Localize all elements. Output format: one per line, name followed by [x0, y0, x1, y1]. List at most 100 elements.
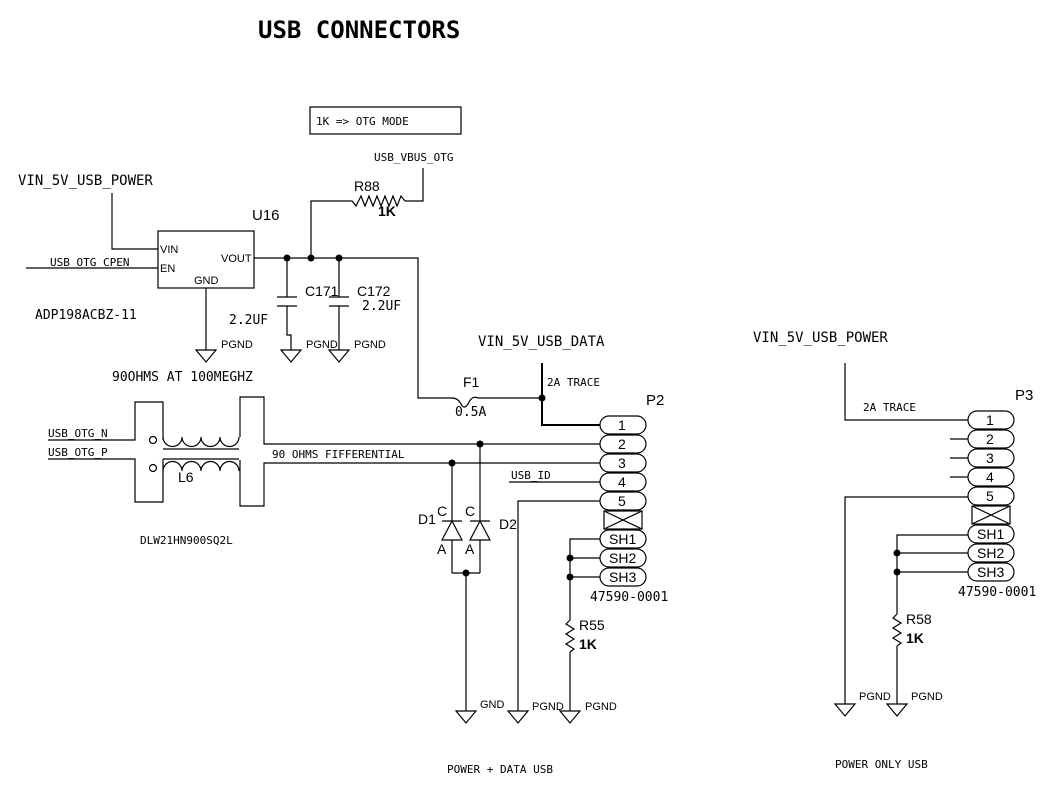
p2-pin-label: 2 [618, 436, 626, 452]
p2-pin-label: 4 [618, 474, 626, 490]
d1-anode-label: A [437, 541, 447, 557]
pgnd-label: PGND [221, 339, 253, 351]
d1-cathode-label: C [437, 503, 447, 519]
f1-ref: F1 [463, 374, 480, 390]
r88-resistor-symbol [348, 194, 406, 208]
u16-pin-vin: VIN [160, 244, 178, 256]
wire-vin-data-p2-pin1 [541, 363, 600, 426]
diff-note: 90 OHMS FIFFERENTIAL [272, 448, 405, 461]
l6-part-number: DLW21HN900SQ2L [140, 534, 233, 547]
pgnd-label: PGND [354, 339, 386, 351]
r58-resistor-symbol [891, 613, 903, 647]
p3-pin-label: 3 [986, 450, 994, 466]
r55-resistor-symbol [564, 619, 576, 653]
d2-anode-label: A [465, 541, 475, 557]
p2-pin-label: SH2 [609, 550, 636, 566]
d2-cathode-label: C [465, 503, 475, 519]
junction-dot [566, 573, 574, 581]
trace-note-right: 2A TRACE [863, 401, 916, 414]
net-label-vin-power-right: VIN_5V_USB_POWER [753, 330, 888, 346]
pgnd-label: PGND [911, 691, 943, 703]
p3-pin-label: 5 [986, 488, 994, 504]
wire-p2-shield [569, 538, 600, 620]
ground-symbol-pgnd [833, 703, 857, 717]
gnd-label: GND [480, 699, 505, 711]
d1-ref: D1 [418, 511, 436, 527]
junction-dot [307, 254, 315, 262]
r55-value: 1K [579, 636, 597, 652]
p2-pin-label: 1 [618, 417, 626, 433]
note-box [309, 106, 462, 135]
ground-symbol-pgnd [506, 710, 530, 724]
p2-connector: P2 1 2 3 4 5 SH1 SH2 SH3 47590-0001 [590, 392, 668, 605]
trace-note-left: 2A TRACE [547, 376, 600, 389]
p2-pin-label: SH1 [609, 531, 636, 547]
l6-polarity-dot [148, 463, 158, 473]
c171-ref: C171 [305, 283, 339, 299]
d1-diode-symbol [441, 519, 463, 541]
p3-pin-label: SH1 [977, 526, 1004, 542]
p3-pin-label: 1 [986, 412, 994, 428]
wire-p3-shield [896, 534, 968, 614]
u16-pin-vout: VOUT [221, 253, 252, 265]
note-box-text: 1K => OTG MODE [316, 115, 409, 128]
p3-pin-label: SH3 [977, 564, 1004, 580]
wire-p3-pin5 [844, 496, 968, 704]
l6-coil-top [162, 436, 240, 448]
l6-left-body-bottom [48, 458, 164, 503]
p2-pin [599, 453, 647, 473]
c171-value: 2.2UF [229, 313, 268, 328]
net-label-usb-id: USB_ID [511, 469, 551, 482]
l6-left-body-top [48, 401, 164, 441]
l6-right-body-bottom [239, 460, 600, 507]
ground-symbol-pgnd [885, 703, 909, 717]
p2-pin [599, 472, 647, 492]
pgnd-label: PGND [532, 701, 564, 713]
l6-coil-bottom [162, 460, 240, 472]
l6-right-body-top [239, 396, 600, 445]
p2-no-connect-x [603, 510, 643, 530]
c172-value: 2.2UF [362, 299, 401, 314]
net-label-vin-power-left: VIN_5V_USB_POWER [18, 173, 153, 189]
net-label-otg-n: USB_OTG_N [48, 427, 108, 440]
p2-pin-label: 5 [618, 493, 626, 509]
c172-ref: C172 [357, 283, 391, 299]
p3-ref: P3 [1015, 387, 1033, 404]
p2-ref: P2 [646, 392, 664, 409]
f1-fuse-symbol [451, 396, 542, 408]
p2-pin [599, 434, 647, 454]
net-label-otg-cpen: USB_OTG_CPEN [50, 256, 129, 269]
p2-pin-label: SH3 [609, 569, 636, 585]
net-label-vin-data: VIN_5V_USB_DATA [478, 334, 605, 350]
p2-pin-label: 3 [618, 455, 626, 471]
pgnd-label: PGND [859, 691, 891, 703]
p3-pin [967, 486, 1015, 506]
d2-diode-symbol [469, 519, 491, 541]
u16-ref: U16 [252, 207, 280, 224]
p3-pin-label: 2 [986, 431, 994, 447]
caption-power-data-usb: POWER + DATA USB [447, 763, 553, 776]
r55-ref: R55 [579, 617, 605, 633]
p3-pin [967, 429, 1015, 449]
u16-part-number: ADP198ACBZ-11 [35, 308, 137, 323]
p3-pin-label: 4 [986, 469, 994, 485]
caption-power-only-usb: POWER ONLY USB [835, 758, 928, 771]
wire-c171-bottom [286, 306, 292, 350]
p2-pin [599, 491, 647, 511]
u16-pin-gnd: GND [194, 275, 219, 287]
r58-value: 1K [906, 630, 924, 646]
p3-connector: P3 1 2 3 4 5 SH1 SH2 SH3 47590-0001 [958, 387, 1036, 600]
l6-spec: 90OHMS AT 100MEGHZ [112, 370, 253, 385]
p3-pin [967, 448, 1015, 468]
p3-no-connect-box [971, 505, 1011, 525]
ground-symbol-pgnd [558, 710, 582, 724]
wire-p2-pin5 [517, 500, 600, 711]
wire-vin-power-p3-pin1 [844, 363, 968, 421]
wire-r88-vout [310, 200, 348, 258]
pgnd-label: PGND [585, 701, 617, 713]
f1-value: 0.5A [455, 405, 486, 420]
junction-dot [893, 568, 901, 576]
p2-no-connect-box [603, 510, 643, 530]
net-label-otg-p: USB_OTG_P [48, 446, 108, 459]
